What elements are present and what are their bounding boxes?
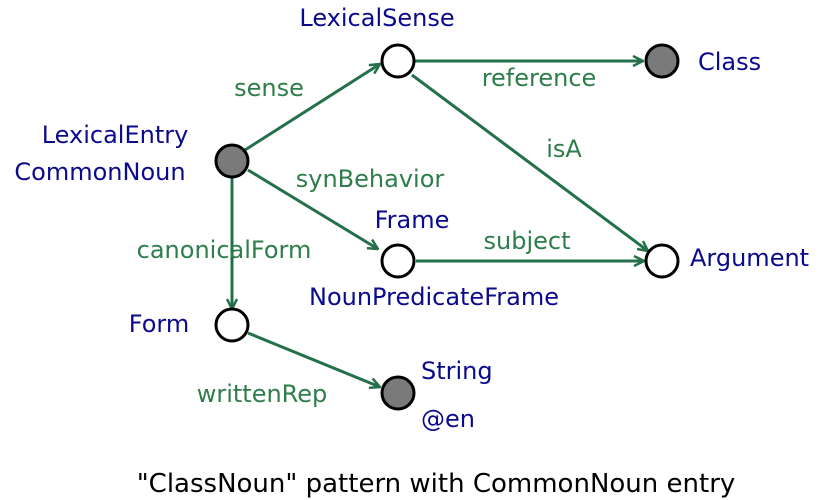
argument-label: Argument	[690, 244, 809, 272]
lexical-entry-label-line2: CommonNoun	[14, 158, 185, 186]
edge-syn-behavior	[247, 168, 378, 249]
edge-label-is-a: isA	[546, 135, 582, 163]
edge-label-syn-behavior: synBehavior	[296, 165, 445, 193]
string-label: String	[421, 357, 493, 385]
edge-is-a	[411, 73, 648, 251]
language-tag-label: @en	[421, 405, 475, 433]
node-lexical-entry	[214, 143, 250, 179]
class-label: Class	[698, 48, 761, 76]
edge-label-subject: subject	[484, 227, 571, 255]
node-frame	[380, 243, 416, 279]
frame-label: Frame	[375, 206, 450, 234]
lexical-sense-label: LexicalSense	[299, 4, 454, 32]
node-lexical-sense	[380, 43, 416, 79]
node-argument	[644, 243, 680, 279]
node-string	[380, 375, 416, 411]
node-form	[214, 307, 250, 343]
edge-label-reference: reference	[482, 64, 597, 92]
edge-label-sense: sense	[234, 74, 304, 102]
edge-label-written-rep: writtenRep	[197, 380, 328, 408]
edge-label-canonical-form: canonicalForm	[137, 236, 312, 264]
edge-written-rep	[247, 331, 380, 387]
lexical-entry-label-line1: LexicalEntry	[42, 121, 189, 149]
edge-sense	[244, 64, 380, 152]
noun-predicate-frame-label: NounPredicateFrame	[309, 283, 559, 311]
diagram-caption: "ClassNoun" pattern with CommonNoun entr…	[137, 469, 736, 499]
form-label: Form	[129, 310, 189, 338]
node-class	[644, 43, 680, 79]
